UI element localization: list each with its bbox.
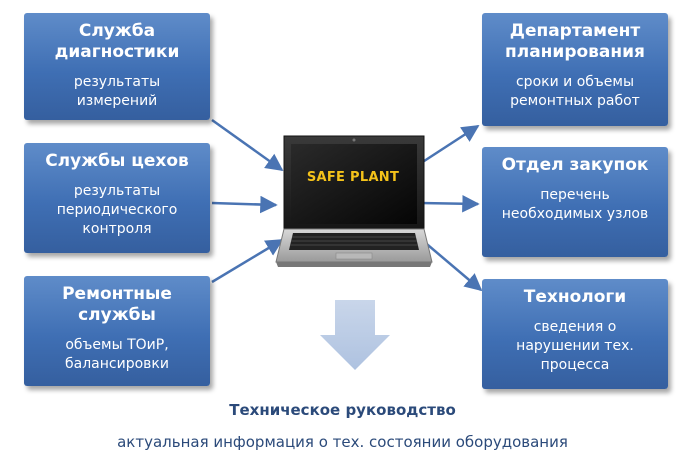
box-title: Службы цехов bbox=[45, 151, 189, 171]
down-arrow-icon bbox=[320, 300, 390, 370]
box-title: Отдел закупок bbox=[501, 155, 649, 175]
arrow-repair-to-laptop bbox=[211, 238, 284, 284]
laptop-screen-label: SAFE PLANT bbox=[306, 170, 400, 185]
arrow-shops-to-laptop bbox=[211, 195, 278, 214]
box-diagnostics-service: Служба диагностики результаты измерений bbox=[24, 13, 210, 120]
box-title: Департамент планирования bbox=[505, 21, 645, 62]
box-subtitle: сроки и объемы ремонтных работ bbox=[510, 74, 640, 109]
arrow-laptop-to-purchasing bbox=[419, 194, 480, 213]
box-shop-services: Службы цехов результаты периодического к… bbox=[24, 143, 210, 253]
box-subtitle: результаты измерений bbox=[73, 74, 161, 109]
box-subtitle: сведения о нарушении тех. процесса bbox=[516, 319, 634, 373]
box-technologists: Технологи сведения о нарушении тех. проц… bbox=[482, 279, 668, 389]
box-title: Ремонтные службы bbox=[62, 284, 172, 325]
arrow-laptop-to-technologists bbox=[421, 239, 483, 292]
footer-subtitle: актуальная информация о тех. состоянии о… bbox=[117, 433, 568, 451]
box-subtitle: объемы ТОиР, балансировки bbox=[65, 337, 169, 372]
footer-title: Техническое руководство bbox=[229, 401, 456, 419]
arrow-diagnostics-to-laptop bbox=[211, 118, 284, 172]
box-subtitle: перечень необходимых узлов bbox=[501, 187, 649, 222]
box-repair-services: Ремонтные службы объемы ТОиР, балансиров… bbox=[24, 276, 210, 386]
laptop-icon bbox=[275, 135, 433, 267]
arrow-laptop-to-planning bbox=[417, 124, 480, 167]
box-title: Служба диагностики bbox=[54, 21, 180, 62]
box-purchasing-department: Отдел закупок перечень необходимых узлов bbox=[482, 147, 668, 257]
box-planning-department: Департамент планирования сроки и объемы … bbox=[482, 13, 668, 126]
box-title: Технологи bbox=[523, 287, 627, 307]
box-subtitle: результаты периодического контроля bbox=[56, 183, 178, 237]
